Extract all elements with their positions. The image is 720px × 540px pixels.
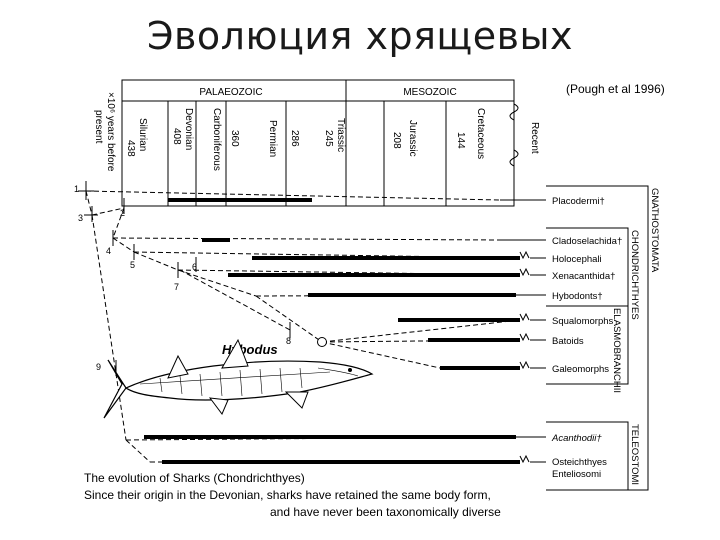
node-circle	[317, 337, 327, 347]
node-labels: 1 2 3 4 5 6 7 8 9	[74, 184, 291, 372]
period-triassic-age: 245	[323, 130, 334, 147]
shark-dorsal-fin	[221, 338, 249, 369]
group-teleostomi: TELEOSTOMI	[629, 424, 640, 485]
taxon-hybodonts: Hybodonts†	[552, 291, 603, 302]
taxon-squalomorphs: Squalomorphs	[552, 316, 614, 327]
node-label-6: 6	[192, 262, 197, 272]
node-ticks	[78, 181, 291, 376]
label-connectors	[500, 199, 546, 463]
caption-line-2: Since their origin in the Devonian, shar…	[84, 488, 491, 502]
period-silurian-name: Silurian	[137, 118, 148, 151]
shark-pelvic-fin	[208, 397, 229, 415]
node-label-8: 8	[286, 336, 291, 346]
shark-tail	[103, 359, 127, 419]
node-label-3: 3	[78, 213, 83, 223]
period-cretaceous-age: 144	[455, 132, 466, 149]
era-palaeozoic: PALAEOZOIC	[199, 87, 262, 98]
group-brackets	[546, 185, 649, 491]
node-label-9: 9	[96, 362, 101, 372]
group-chondrichthyes: CHONDRICHTHYES	[629, 230, 640, 320]
taxon-placodermi: Placodermi†	[552, 196, 605, 207]
axis-label: ×10⁶ years before present	[93, 92, 116, 172]
period-carboniferous-age: 360	[229, 130, 240, 147]
shark-skeleton	[139, 367, 359, 397]
phylogeny-dashed-lines	[85, 190, 521, 463]
axis-label-line-2: present	[93, 110, 104, 144]
node-label-5: 5	[130, 260, 135, 270]
shark-pectoral-fin	[284, 391, 309, 409]
taxon-enteliosomi: Enteliosomi	[552, 469, 601, 480]
caption-line-3: and have never been taxonomically divers…	[270, 505, 501, 519]
caption-line-1: The evolution of Sharks (Chondrichthyes)	[84, 471, 305, 485]
group-elasmobranchii: ELASMOBRANCHII	[611, 308, 622, 393]
node-label-1: 1	[74, 184, 79, 194]
fossil-range-bars	[144, 198, 520, 464]
node-label-7: 7	[174, 282, 179, 292]
shark-body-outline	[124, 360, 374, 401]
slide-title: Эволюция хрящевых	[147, 14, 573, 58]
era-mesozoic: MESOZOIC	[403, 87, 456, 98]
period-triassic-name: Triassic	[335, 118, 346, 152]
taxon-xenacanthida: Xenacanthida†	[552, 271, 615, 282]
period-silurian-age: 438	[125, 140, 136, 157]
timescale	[121, 79, 519, 207]
taxon-osteichthyes: Osteichthyes	[552, 457, 607, 468]
period-devonian-name: Devonian	[183, 108, 194, 150]
taxon-acanthodii: Acanthodii†	[551, 433, 602, 444]
break-marks	[519, 250, 530, 464]
taxon-holocephali: Holocephali	[552, 254, 602, 265]
taxon-galeomorphs: Galeomorphs	[552, 364, 609, 375]
period-cretaceous-name: Cretaceous	[475, 108, 486, 159]
period-labels: Silurian 438 Devonian 408 Carboniferous …	[125, 108, 540, 171]
axis-label-line-1: ×10⁶ years before	[105, 92, 116, 172]
hybodus-illustration: Hybodus	[103, 338, 374, 419]
period-permian-age: 286	[289, 130, 300, 147]
node-label-2: 2	[120, 208, 125, 218]
node-label-4: 4	[106, 246, 111, 256]
period-devonian-age: 408	[171, 128, 182, 145]
shark-eye	[348, 368, 352, 372]
period-jurassic-name: Jurassic	[407, 120, 418, 157]
shark-second-dorsal-fin	[167, 354, 189, 379]
period-jurassic-age: 208	[391, 132, 402, 149]
group-gnathostomata: GNATHOSTOMATA	[649, 188, 660, 273]
group-labels: GNATHOSTOMATA CHONDRICHTHYES ELASMOBRANC…	[611, 188, 660, 485]
taxon-batoids: Batoids	[552, 336, 584, 347]
period-recent-name: Recent	[529, 122, 540, 154]
taxon-labels: Placodermi† Cladoselachida† Holocephali …	[551, 196, 622, 480]
taxon-cladoselachida: Cladoselachida†	[552, 236, 622, 247]
citation: (Pough et al 1996)	[566, 82, 665, 96]
caption: The evolution of Sharks (Chondrichthyes)…	[84, 470, 501, 521]
period-carboniferous-name: Carboniferous	[211, 108, 222, 171]
period-permian-name: Permian	[267, 120, 278, 157]
